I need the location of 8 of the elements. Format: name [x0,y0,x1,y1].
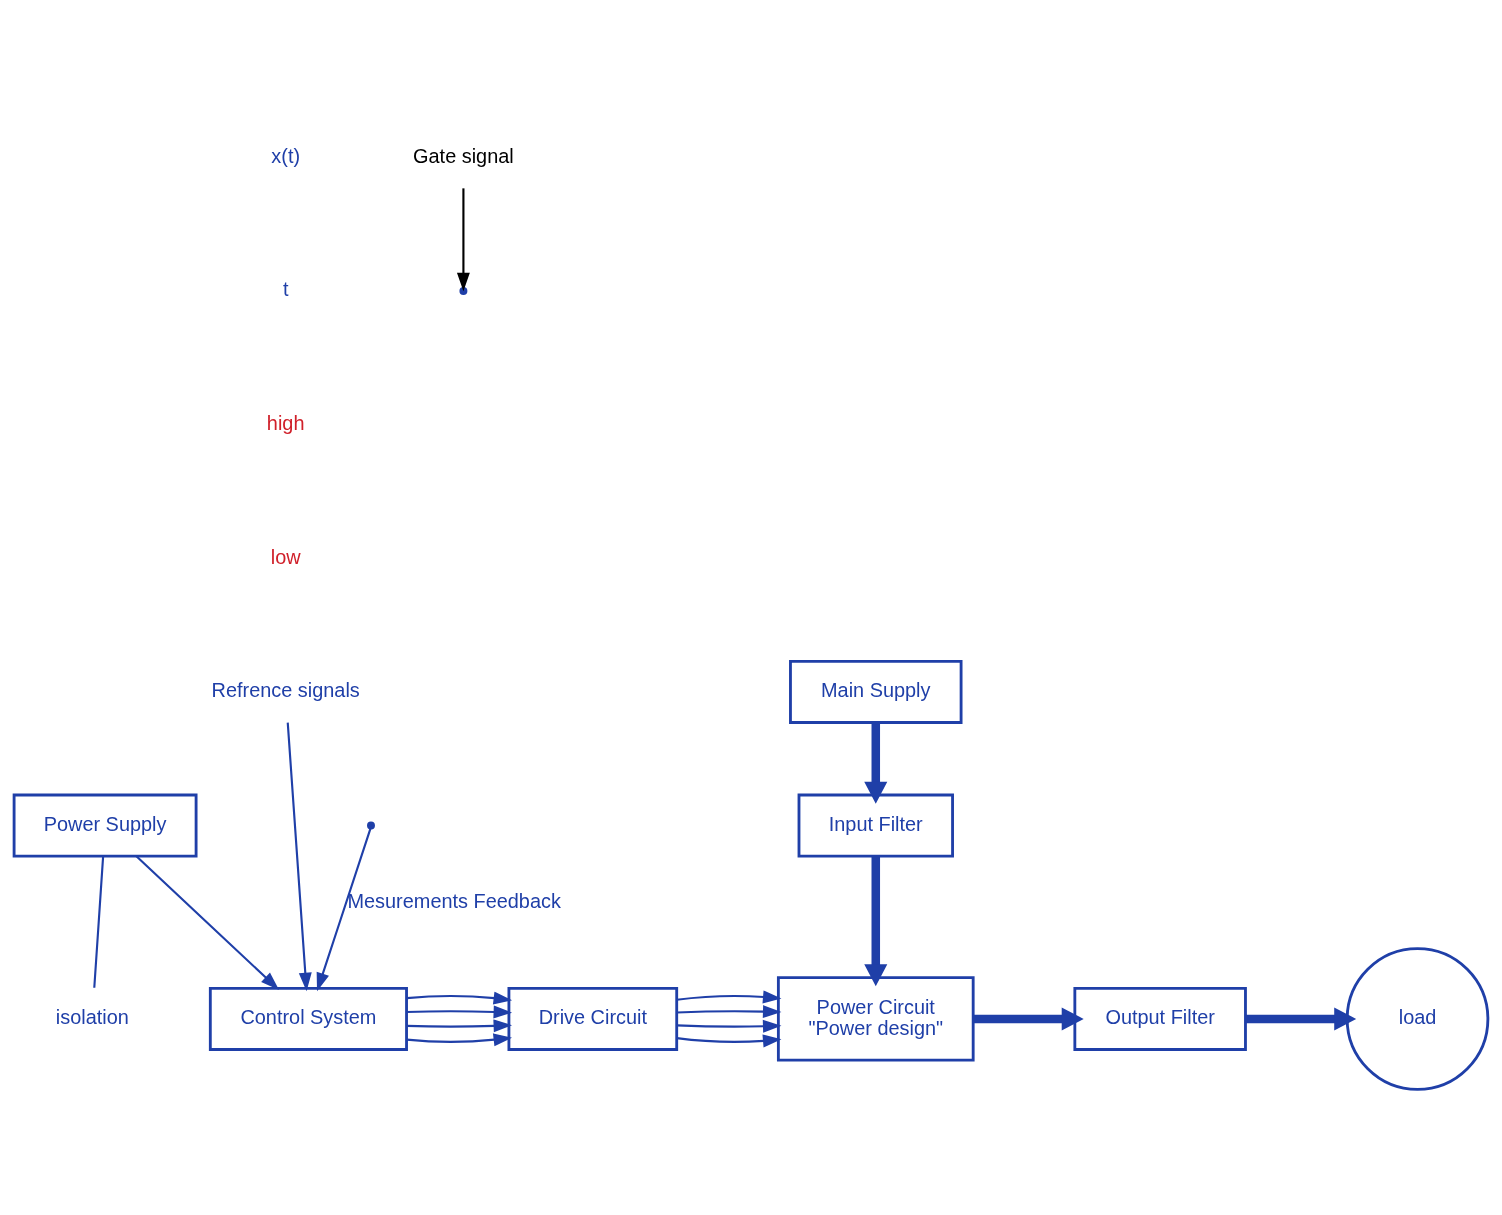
label: t [282,277,289,300]
label: low [270,545,301,567]
node-text: Gate signal [413,144,514,167]
edge-label: Mesurements Feedback [347,889,561,912]
node-text: isolation [55,1005,129,1028]
node-text: Refrence signals [211,678,360,701]
label: high [266,411,305,434]
label: x(t) [271,144,301,167]
